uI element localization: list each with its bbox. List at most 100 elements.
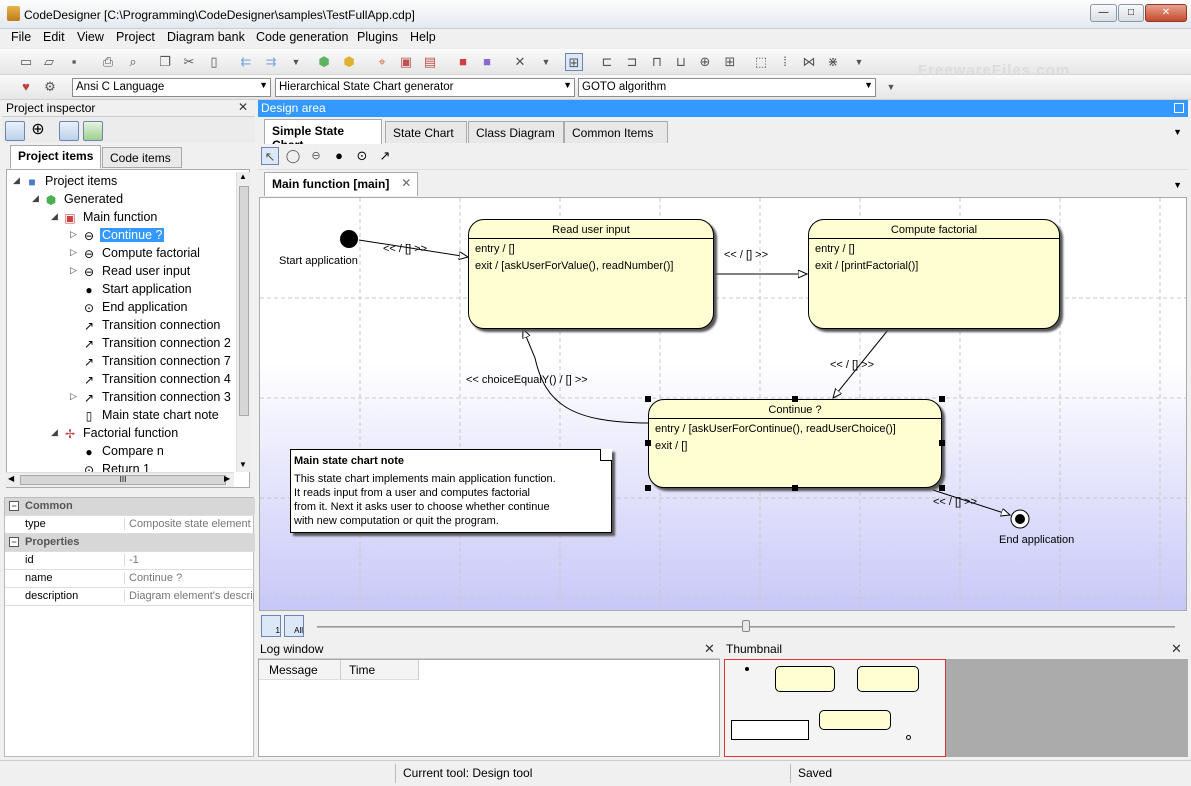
menu-edit[interactable]: Edit [43, 30, 65, 44]
heart-icon[interactable]: ♥ [22, 79, 30, 94]
close-icon[interactable]: ✕ [704, 641, 715, 656]
close-icon[interactable]: ✕ [1171, 641, 1182, 656]
tree-expander-icon[interactable]: ▷ [70, 391, 77, 401]
layout-icon[interactable]: ⋇ [827, 54, 839, 69]
open-file-icon[interactable]: ▱ [44, 54, 54, 69]
cut-icon[interactable]: ✂ [183, 54, 195, 69]
close-button[interactable]: ✕ [1145, 4, 1187, 22]
column-message[interactable]: Message [259, 660, 341, 680]
menu-project[interactable]: Project [116, 30, 155, 44]
initial-state-node[interactable] [340, 230, 358, 248]
state-read-user-input[interactable]: Read user input entry / [] exit / [askUs… [468, 219, 714, 329]
zoom-all-button[interactable]: All [284, 615, 304, 637]
selection-handle[interactable] [939, 440, 945, 446]
add-icon[interactable]: ⊕ [31, 121, 45, 138]
tree-expander-icon[interactable]: ▷ [70, 247, 77, 257]
print-icon[interactable]: ⎙ [102, 54, 114, 69]
menu-file[interactable]: File [11, 30, 32, 44]
column-time[interactable]: Time [341, 660, 419, 680]
plugin-purple-icon[interactable]: ■ [483, 54, 491, 69]
tools-icon[interactable]: ✕ [514, 54, 526, 69]
align-right-icon[interactable]: ⊐ [626, 54, 638, 69]
tree-view-icon[interactable] [83, 121, 103, 141]
selection-handle[interactable] [645, 440, 651, 446]
generator-select[interactable]: Hierarchical State Chart generator▼ [275, 78, 575, 97]
category-properties[interactable]: −Properties [5, 534, 255, 552]
scroll-thumb[interactable] [239, 186, 249, 416]
initial-state-tool-icon[interactable]: ● [335, 148, 343, 163]
tree-expander-icon[interactable]: ◢ [13, 175, 20, 185]
minimize-button[interactable]: — [1090, 4, 1117, 22]
tree-vertical-scrollbar[interactable]: ▲ ▼ [236, 172, 250, 472]
menu-view[interactable]: View [77, 30, 104, 44]
transition-start-read[interactable] [358, 239, 468, 257]
tab-menu-icon[interactable]: ▼ [1173, 127, 1182, 137]
tab-state-chart[interactable]: State Chart [385, 121, 467, 143]
state-chart-note[interactable]: Main state chart note This state chart i… [290, 449, 612, 533]
state-tool-icon[interactable]: ⌖ [378, 54, 386, 69]
scroll-up-icon[interactable]: ▲ [239, 172, 247, 181]
zoom-1-button[interactable]: 1 [261, 615, 281, 637]
scroll-right-icon[interactable]: ▶ [224, 474, 231, 483]
generate-code-icon[interactable]: ⬢ [318, 54, 330, 69]
tree-expander-icon[interactable]: ▷ [70, 229, 77, 239]
plugin-red-icon[interactable]: ■ [459, 54, 467, 69]
diagram-list-icon[interactable]: ▤ [423, 54, 437, 69]
align-top-icon[interactable]: ⊓ [651, 54, 663, 69]
close-icon[interactable]: ✕ [238, 100, 249, 114]
menu-diagram-bank[interactable]: Diagram bank [167, 30, 245, 44]
diagram-canvas[interactable]: Start application End application << / [… [259, 197, 1187, 611]
thumbnail-viewport[interactable] [724, 659, 946, 757]
algorithm-select[interactable]: GOTO algorithm▼ [578, 78, 876, 97]
category-common[interactable]: −Common [5, 498, 255, 516]
selection-handle[interactable] [939, 485, 945, 491]
scroll-down-icon[interactable]: ▼ [239, 460, 247, 469]
align-bottom-icon[interactable]: ⊔ [675, 54, 687, 69]
diagram-icon[interactable]: ▣ [399, 54, 413, 69]
state-compute-factorial[interactable]: Compute factorial entry / [] exit / [pri… [808, 219, 1060, 329]
maximize-button[interactable]: □ [1118, 4, 1144, 22]
selection-handle[interactable] [645, 396, 651, 402]
collapse-icon[interactable]: − [9, 501, 19, 511]
tab-project-items[interactable]: Project items [10, 145, 102, 169]
property-row[interactable]: id-1 [5, 552, 255, 570]
grid-toggle-icon[interactable]: ⊞ [565, 53, 583, 71]
transition-continue-end[interactable] [932, 489, 1010, 515]
composite-state-tool-icon[interactable]: ⊖ [311, 150, 321, 162]
state-continue[interactable]: Continue ? entry / [askUserForContinue()… [648, 399, 942, 488]
tree-expander-icon[interactable]: ▷ [70, 265, 77, 275]
select-all-icon[interactable]: ⬚ [754, 54, 768, 69]
tree-expander-icon[interactable]: ◢ [32, 193, 39, 203]
menu-plugins[interactable]: Plugins [357, 30, 398, 44]
grid-dots-icon[interactable]: ⁞ [783, 54, 787, 69]
pointer-tool-icon[interactable]: ↖ [261, 147, 279, 165]
tab-main-function[interactable]: Main function [main]✕ [264, 172, 419, 196]
list-view-icon[interactable] [59, 121, 79, 141]
scroll-h-thumb[interactable]: III [20, 475, 226, 485]
tab-menu-icon[interactable]: ▼ [1173, 180, 1182, 190]
close-tab-icon[interactable]: ✕ [401, 176, 412, 190]
align-middle-icon[interactable]: ⊞ [724, 54, 736, 69]
tree-expander-icon[interactable]: ◢ [51, 427, 58, 437]
scroll-left-icon[interactable]: ◀ [8, 474, 15, 483]
align-center-icon[interactable]: ⊕ [699, 54, 711, 69]
collapse-icon[interactable]: − [9, 537, 19, 547]
dropdown-arrow-icon[interactable]: ▼ [541, 57, 551, 67]
gear-icon[interactable]: ⚙ [44, 79, 56, 94]
dropdown-arrow-icon[interactable]: ▼ [886, 82, 896, 92]
dropdown-arrow-icon[interactable]: ▼ [854, 57, 864, 67]
language-select[interactable]: Ansi C Language▼ [72, 78, 271, 97]
paste-icon[interactable]: ▯ [210, 54, 218, 69]
link-icon[interactable] [5, 121, 25, 141]
menu-help[interactable]: Help [410, 30, 436, 44]
tab-simple-state-chart[interactable]: Simple State Chart [264, 119, 382, 152]
transition-continue-read[interactable] [523, 329, 651, 424]
connect-icon[interactable]: ⋈ [802, 54, 816, 69]
selection-handle[interactable] [645, 485, 651, 491]
new-file-icon[interactable]: ▭ [19, 54, 33, 69]
zoom-slider-thumb[interactable] [742, 620, 750, 632]
save-icon[interactable]: ▪ [71, 54, 77, 69]
